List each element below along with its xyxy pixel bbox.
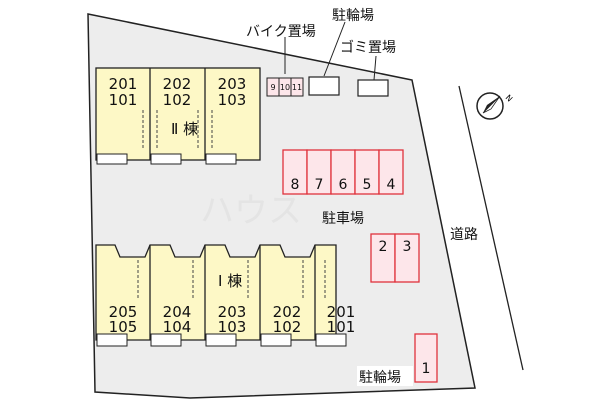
bicycle-storage-bottom-label: 駐輪場 [359,369,401,386]
unit-number-lower: 102 [163,91,192,109]
parking-space-number: 2 [379,239,388,255]
leader-bicycle [323,21,346,77]
parking-space-number: 1 [422,361,431,377]
north-arrow-icon: N [476,92,515,120]
bike-space-number: 10 [280,83,290,92]
parking-space [354,149,380,195]
svg-text:N: N [504,93,515,104]
bike-space-number: 11 [292,83,302,92]
unit-number-lower: 103 [218,318,247,336]
unit-number-lower: 101 [109,91,138,109]
unit-number-upper: 203 [218,303,247,321]
unit-number-upper: 201 [109,75,138,93]
building-2 [95,67,261,165]
unit-number-lower: 104 [163,318,192,336]
parking-space [378,149,404,195]
unit-number-lower: 102 [273,318,302,336]
building-1-label: Ⅰ 棟 [218,272,242,290]
parking-space-number: 5 [363,177,372,193]
unit-number-lower: 101 [327,318,356,336]
leader-garbage [373,55,377,81]
unit-number-upper: 202 [273,303,302,321]
parking-space [394,233,420,283]
building-2-label: Ⅱ 棟 [171,120,198,138]
parking-space [414,333,438,383]
bike-storage-label: バイク置場 [246,24,316,40]
parking-space-number: 6 [339,177,348,193]
unit-number-upper: 201 [327,303,356,321]
parking-space [282,149,308,195]
garbage-storage-label: ゴミ置場 [340,39,396,56]
parking-space-number: 3 [403,239,412,255]
parking-space-number: 7 [315,177,324,193]
road-edge [458,85,524,371]
unit-number-lower: 105 [109,318,138,336]
parking-space-number: 4 [387,177,396,193]
parking-space [306,149,332,195]
garbage-storage [357,79,389,97]
bike-space-number: 9 [270,83,275,92]
bicycle-storage-top [308,76,340,96]
parking-label: 駐車場 [322,210,364,227]
bicycle-storage-top-label: 駐輪場 [332,7,374,24]
unit-number-upper: 202 [163,75,192,93]
road-label: 道路 [450,227,478,243]
building-1 [95,244,347,347]
unit-number-upper: 205 [109,303,138,321]
bicycle-storage-bottom-frame [357,366,413,386]
bike-space [290,77,304,97]
parking-space-number: 8 [291,177,300,193]
watermark-text: ハウス [200,191,302,231]
unit-number-upper: 204 [163,303,192,321]
unit-number-upper: 203 [218,75,247,93]
unit-number-lower: 103 [218,91,247,109]
parking-space [370,233,396,283]
